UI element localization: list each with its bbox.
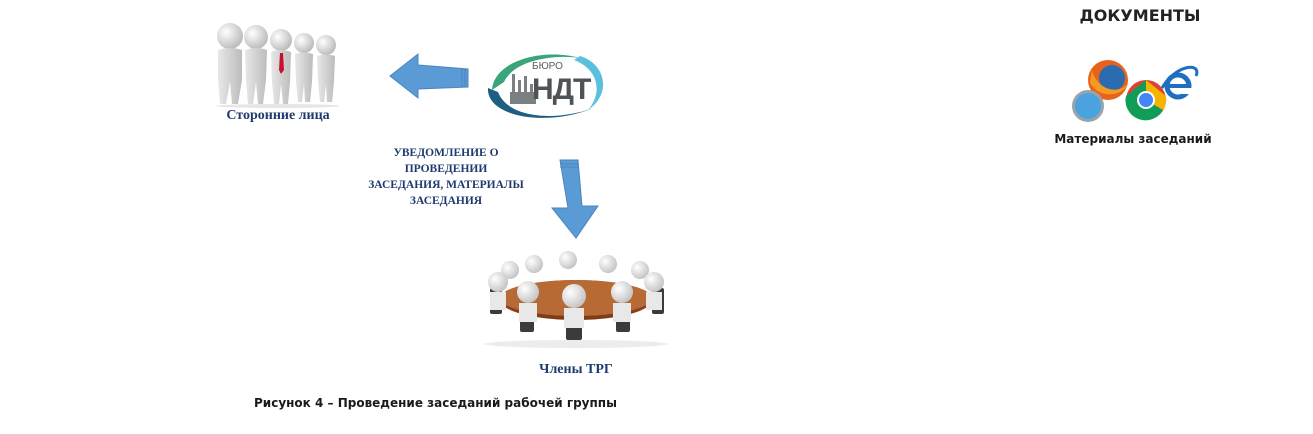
arrow-down-icon	[550, 159, 599, 239]
round-table-meeting-icon	[484, 251, 668, 348]
outsiders-people-image	[208, 20, 348, 108]
members-meeting-image	[476, 248, 676, 348]
factory-icon	[510, 74, 536, 104]
internet-explorer-icon	[1160, 65, 1199, 100]
arrow-to-outsiders	[388, 52, 472, 100]
documents-label: Материалы заседаний	[1054, 132, 1212, 146]
chrome-icon	[1125, 80, 1167, 121]
notice-text: УВЕДОМЛЕНИЕ О ПРОВЕДЕНИИ ЗАСЕДАНИЯ, МАТЕ…	[346, 145, 546, 209]
logo-main-text: НДТ	[532, 73, 591, 106]
figure-caption: Рисунок 4 – Проведение заседаний рабочей…	[254, 396, 617, 410]
firefox-icon	[1088, 60, 1128, 100]
arrow-left-icon	[389, 52, 469, 100]
bureau-ndt-logo: БЮРО НДТ	[484, 48, 610, 124]
members-label: Члены ТРГ	[539, 362, 613, 377]
logo-top-text: БЮРО	[532, 61, 563, 72]
arrow-to-members	[548, 158, 600, 240]
notice-line: УВЕДОМЛЕНИЕ О	[393, 147, 499, 159]
logo-emblem	[487, 54, 604, 118]
notice-line: ПРОВЕДЕНИИ	[404, 163, 488, 175]
people-group-icon	[216, 23, 340, 108]
outsiders-label: Сторонние лица	[226, 108, 330, 123]
safari-icon	[1072, 90, 1104, 122]
documents-title: ДОКУМЕНТЫ	[1079, 6, 1201, 25]
browser-icons-group	[1072, 60, 1199, 122]
notice-line: ЗАСЕДАНИЯ	[409, 195, 483, 207]
notice-line: ЗАСЕДАНИЯ, МАТЕРИАЛЫ	[368, 179, 524, 191]
browser-icons	[1066, 58, 1202, 124]
